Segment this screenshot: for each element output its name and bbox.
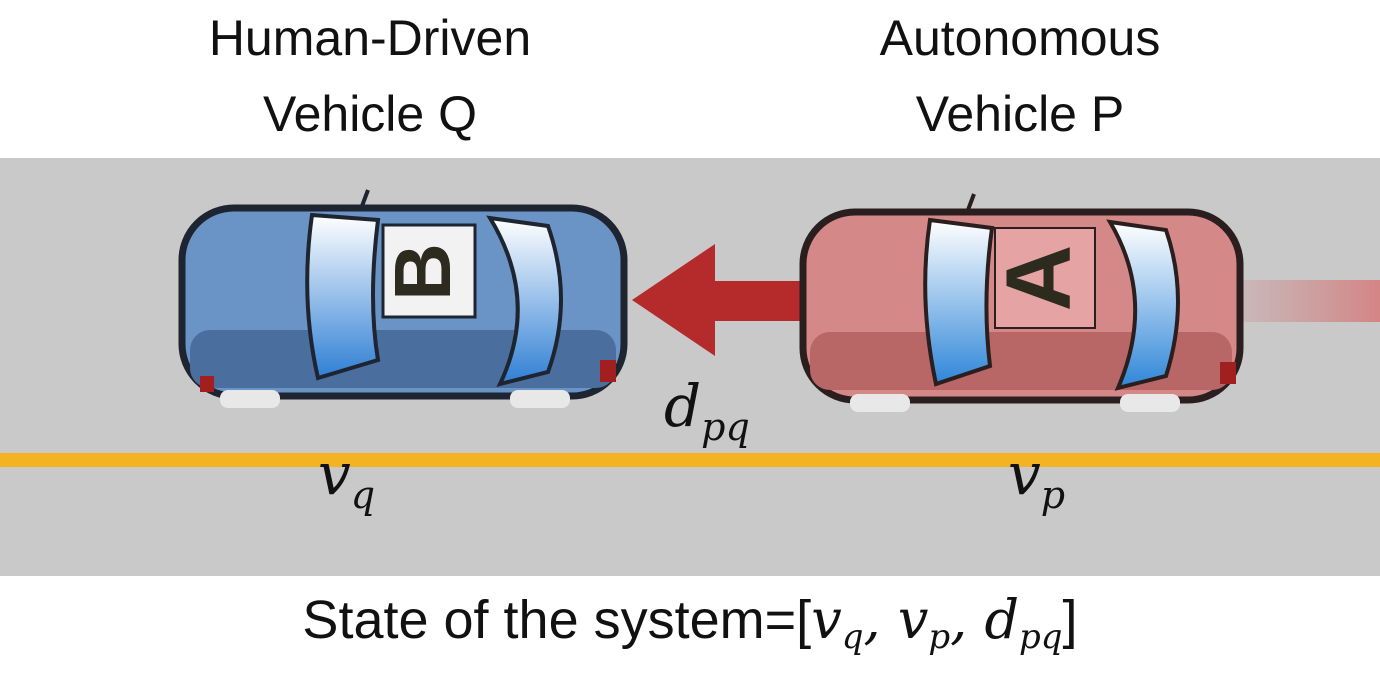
velocity-q-subscript: q	[350, 473, 376, 517]
lane-center-line	[0, 453, 1380, 467]
autonomous-vehicle-car: A	[799, 193, 1244, 412]
state-v2: v	[897, 588, 929, 651]
state-prefix: State of the system=[	[302, 590, 812, 650]
distance-label: dpq	[664, 372, 750, 449]
state-s1: q	[841, 617, 864, 657]
autonomous-vehicle-title-line2: Vehicle P	[915, 86, 1125, 142]
distance-subscript: pq	[701, 405, 750, 449]
velocity-p-label: vp	[1008, 440, 1065, 517]
car-letter-b: B	[378, 243, 467, 301]
human-vehicle-title: Human-Driven Vehicle Q	[140, 0, 600, 152]
car-letter-a: A	[987, 245, 1089, 311]
state-v3: d	[984, 588, 1020, 651]
velocity-p-symbol: v	[1008, 440, 1041, 508]
system-state-caption: State of the system=[vq, vp, dpq]	[0, 588, 1380, 657]
state-s3: pq	[1019, 617, 1063, 657]
state-v1: v	[811, 588, 842, 651]
state-s2: p	[928, 617, 951, 657]
human-vehicle-title-line2: Vehicle Q	[262, 86, 477, 142]
state-sep1: ,	[863, 588, 898, 651]
state-suffix: ]	[1062, 590, 1078, 650]
human-vehicle-car: B	[178, 189, 628, 408]
autonomous-vehicle-title: Autonomous Vehicle P	[790, 0, 1250, 152]
motion-trail	[1230, 280, 1380, 322]
state-sep2: ,	[950, 588, 985, 651]
velocity-q-symbol: v	[318, 440, 351, 508]
distance-arrow	[632, 244, 810, 356]
distance-symbol: d	[664, 372, 702, 440]
autonomous-vehicle-title-line1: Autonomous	[879, 10, 1161, 66]
velocity-q-label: vq	[318, 440, 375, 517]
velocity-p-subscript: p	[1040, 473, 1066, 517]
human-vehicle-title-line1: Human-Driven	[208, 10, 532, 66]
